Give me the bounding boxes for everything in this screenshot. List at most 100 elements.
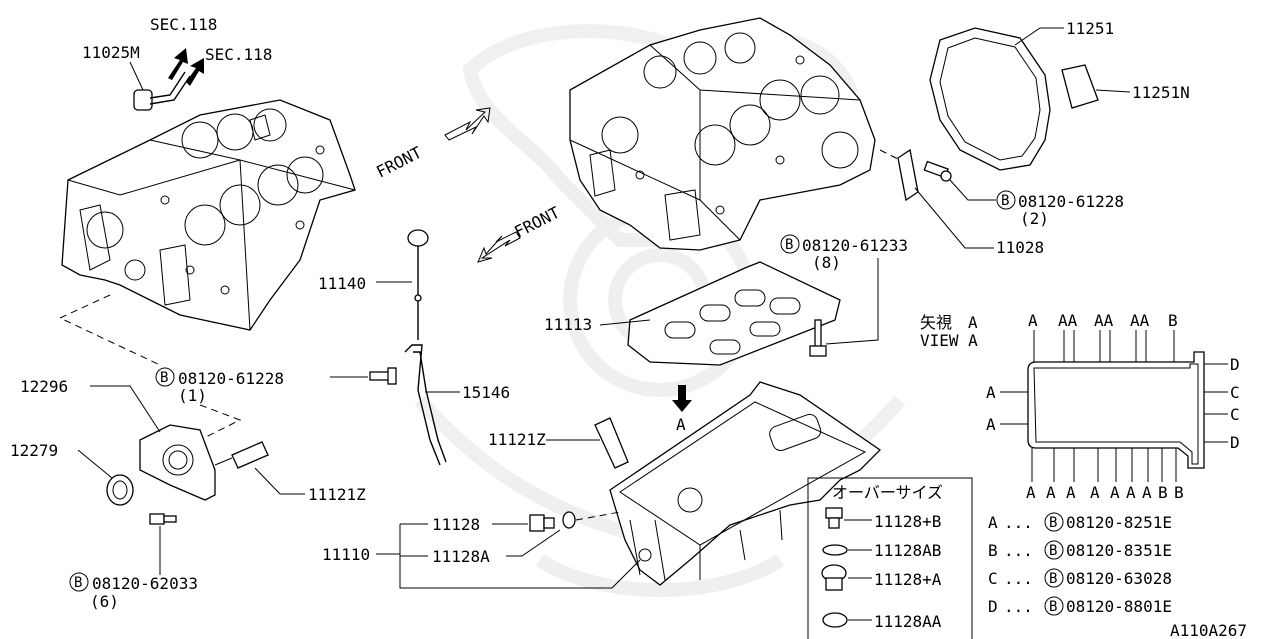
bolt-left-icon (369, 367, 397, 385)
cylinder-block-left-icon (61, 99, 356, 331)
label-sec118-b: SEC.118 (205, 45, 272, 64)
svg-text:A: A (986, 383, 996, 402)
pipe-11025m-icon (133, 71, 191, 111)
view-a-bottom-letters: A A A A A A A B B (1026, 483, 1184, 502)
label-12279: 12279 (10, 441, 58, 460)
view-a-pan-outline-icon (1027, 351, 1205, 469)
oversize-box: オーバーサイズ 11128+B 11128AB 11128+A 11128AA (807, 477, 973, 639)
label-11128ab: 11128AB (874, 541, 941, 560)
label-11121z-pan: 11121Z (488, 430, 546, 449)
label-11121z-left: 11121Z (308, 485, 366, 504)
label-bolt-08120-61228-top: 08120-61228 (1018, 192, 1124, 211)
label-11110: 11110 (322, 545, 370, 564)
view-a-leader-lines (1000, 330, 1228, 482)
label-11128: 11128 (432, 515, 480, 534)
svg-text:D: D (1230, 433, 1240, 452)
svg-text:A: A (1066, 483, 1076, 502)
label-12296: 12296 (20, 377, 68, 396)
washer-oversize-ab-icon (822, 544, 848, 556)
label-front-upper: FRONT (373, 143, 425, 182)
svg-text:...: ... (1004, 597, 1033, 616)
svg-text:A: A (1046, 483, 1056, 502)
label-11028: 11028 (996, 238, 1044, 257)
bolt-b-marker-center: B (780, 234, 800, 254)
label-11251: 11251 (1066, 19, 1114, 38)
bolt-b-marker-bottom-left: B (69, 572, 89, 592)
dipstick-11140-icon (407, 229, 429, 340)
svg-text:B: B (160, 370, 168, 386)
svg-text:AA: AA (1130, 311, 1150, 330)
oil-pan-11110-icon (609, 381, 882, 586)
svg-text:...: ... (1004, 569, 1033, 588)
label-11251n: 11251N (1132, 83, 1190, 102)
label-qty-6: (6) (90, 592, 119, 611)
sensor-11121z-left-icon (214, 441, 269, 469)
label-bolt-08120-61228-left: 08120-61228 (178, 369, 284, 388)
arrow-sec118-icon (168, 48, 204, 86)
plug-oversize-a-icon (821, 564, 847, 591)
label-arrow-a: A (676, 415, 686, 434)
dipstick-tube-15146-icon (404, 344, 447, 466)
svg-text:B: B (1049, 599, 1057, 615)
plug-oversize-b-icon (825, 507, 843, 529)
washer-11128a-icon (562, 511, 576, 529)
bolt-61233-icon (809, 319, 827, 357)
svg-text:A: A (1110, 483, 1120, 502)
label-front-lower: FRONT (511, 203, 563, 242)
svg-text:B: B (74, 575, 82, 591)
svg-text:A: A (1142, 483, 1152, 502)
view-a-title-jp: 矢視 A (920, 313, 978, 332)
label-11025m: 11025M (82, 43, 140, 62)
svg-text:B: B (988, 541, 998, 560)
label-qty-8: (8) (812, 253, 841, 272)
bolt-62033-icon (149, 513, 177, 525)
svg-text:...: ... (1004, 541, 1033, 560)
svg-text:B: B (1174, 483, 1184, 502)
svg-text:AA: AA (1094, 311, 1114, 330)
svg-text:C: C (1230, 383, 1240, 402)
label-qty-1: (1) (178, 386, 207, 405)
legend-row-d: D ... B 08120-8801E (988, 596, 1172, 616)
svg-text:C: C (1230, 405, 1240, 424)
view-a-right-letters: D C C D (1230, 355, 1240, 452)
diagram-id: A110A267 (1170, 621, 1247, 639)
svg-text:08120-8801E: 08120-8801E (1066, 597, 1172, 616)
svg-text:08120-63028: 08120-63028 (1066, 569, 1172, 588)
view-arrow-a-icon (672, 385, 692, 412)
view-a-left-letters: A A (986, 383, 996, 434)
svg-text:A: A (1026, 483, 1036, 502)
label-11128-plus-b: 11128+B (874, 512, 941, 531)
svg-text:B: B (1049, 571, 1057, 587)
sensor-11121z-pan-icon (594, 417, 629, 469)
label-11128aa: 11128AA (874, 612, 942, 631)
label-bolt-08120-62033: 08120-62033 (92, 574, 198, 593)
label-qty-2: (2) (1020, 209, 1049, 228)
legend-row-a: A ... B 08120-8251E (988, 512, 1172, 532)
washer-oversize-aa-icon (822, 612, 848, 628)
svg-text:B: B (1049, 515, 1057, 531)
view-a-title-en: VIEW A (920, 331, 978, 350)
svg-text:08120-8351E: 08120-8351E (1066, 541, 1172, 560)
front-arrow-lower-icon (477, 231, 521, 263)
svg-text:B: B (1049, 543, 1057, 559)
label-sec118-a: SEC.118 (150, 15, 217, 34)
legend-row-c: C ... B 08120-63028 (988, 568, 1172, 588)
seal-12279-icon (106, 474, 134, 506)
plate-11251n-icon (1061, 64, 1099, 109)
label-11128a: 11128A (432, 547, 490, 566)
label-11128-plus-a: 11128+A (874, 570, 942, 589)
svg-text:AA: AA (1058, 311, 1078, 330)
front-arrow-upper-icon (444, 107, 491, 141)
drain-plug-11128-icon (529, 514, 555, 532)
view-a-top-letters: A AA AA AA B (1028, 311, 1178, 330)
svg-text:A: A (1090, 483, 1100, 502)
legend-row-b: B ... B 08120-8351E (988, 540, 1172, 560)
svg-text:B: B (1158, 483, 1168, 502)
svg-text:D: D (988, 597, 998, 616)
label-15146: 15146 (462, 383, 510, 402)
label-11140: 11140 (318, 274, 366, 293)
svg-text:B: B (785, 237, 793, 253)
svg-text:A: A (988, 513, 998, 532)
svg-text:D: D (1230, 355, 1240, 374)
rear-plate-11251-icon (929, 27, 1051, 171)
